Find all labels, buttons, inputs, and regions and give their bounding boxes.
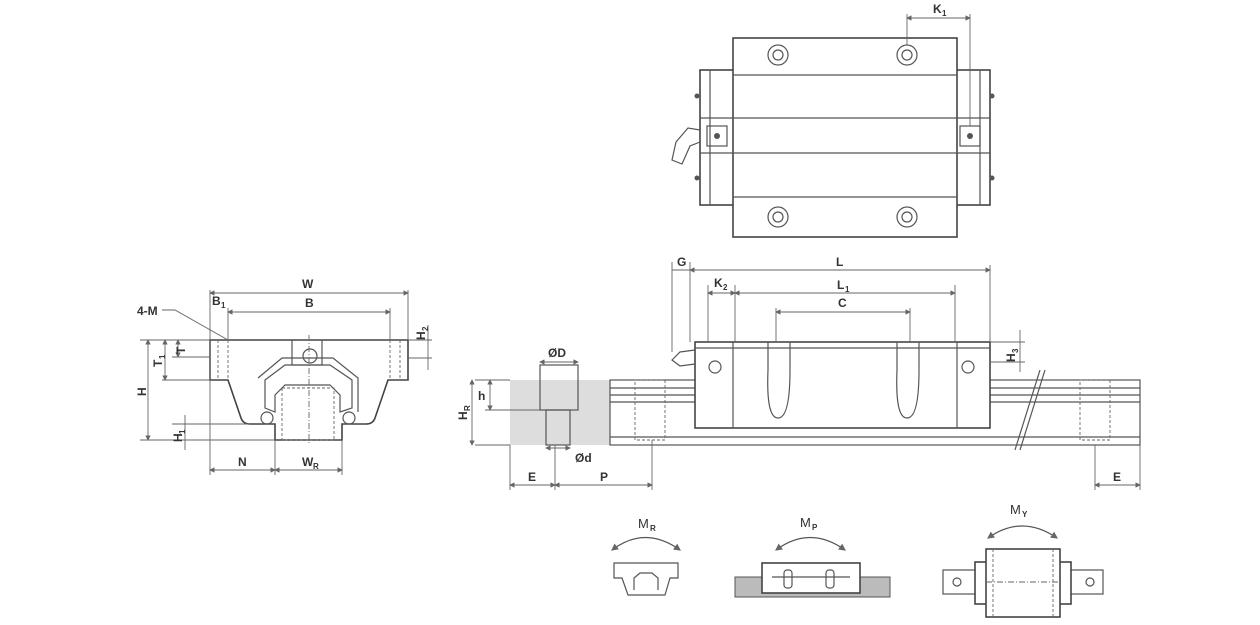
front-view: W B B 1 4-M H 2 T T 1 H H 1 N W R <box>135 277 432 475</box>
dim-h2: H <box>414 331 428 340</box>
dim-t: T <box>174 346 188 354</box>
dim-l: L <box>836 255 843 269</box>
dim-h3: H <box>1004 353 1018 362</box>
svg-text:M: M <box>1010 502 1021 517</box>
dim-b1: B <box>212 294 221 308</box>
moment-pitch-icon: M P <box>734 515 891 598</box>
grease-nipple-icon <box>671 127 701 165</box>
dim-p: P <box>600 470 608 484</box>
dim-od-small: Ød <box>575 451 592 465</box>
dim-h-small: h <box>478 389 485 403</box>
moment-yaw-icon: M Y <box>942 502 1104 618</box>
dim-h1: H <box>171 433 185 442</box>
dim-c: C <box>838 296 847 310</box>
svg-text:1: 1 <box>221 301 226 310</box>
dim-e: E <box>528 470 536 484</box>
svg-text:R: R <box>313 462 319 471</box>
dim-e-right: E <box>1113 470 1121 484</box>
svg-text:1: 1 <box>845 285 850 294</box>
dim-k2: K <box>714 276 723 290</box>
svg-text:1: 1 <box>178 429 187 434</box>
dim-4m: 4-M <box>137 304 158 318</box>
svg-text:1: 1 <box>158 354 167 359</box>
svg-text:M: M <box>638 516 649 531</box>
dim-g: G <box>677 255 686 269</box>
dim-l1: L <box>837 278 844 292</box>
dim-h: H <box>135 387 149 396</box>
svg-text:2: 2 <box>421 326 430 331</box>
side-view: G L K 2 L 1 C H 3 ØD h H R Ød E P <box>456 255 1141 490</box>
moment-roll-icon: M R <box>611 516 681 596</box>
svg-text:3: 3 <box>1011 348 1020 353</box>
svg-text:2: 2 <box>723 283 728 292</box>
svg-text:1: 1 <box>942 9 947 18</box>
dim-wr: W <box>302 455 314 469</box>
dim-b: B <box>305 296 314 310</box>
svg-text:R: R <box>650 524 656 533</box>
dim-k1: K <box>933 2 942 16</box>
svg-text:R: R <box>463 405 472 411</box>
dim-t1: T <box>151 359 165 367</box>
top-view: K 1 <box>671 2 995 238</box>
svg-text:Y: Y <box>1022 510 1028 519</box>
svg-text:P: P <box>812 523 818 532</box>
dim-od: ØD <box>548 346 566 360</box>
dim-hr: H <box>456 411 470 420</box>
dim-w: W <box>302 277 314 291</box>
dim-n: N <box>238 455 247 469</box>
svg-text:M: M <box>800 515 811 530</box>
